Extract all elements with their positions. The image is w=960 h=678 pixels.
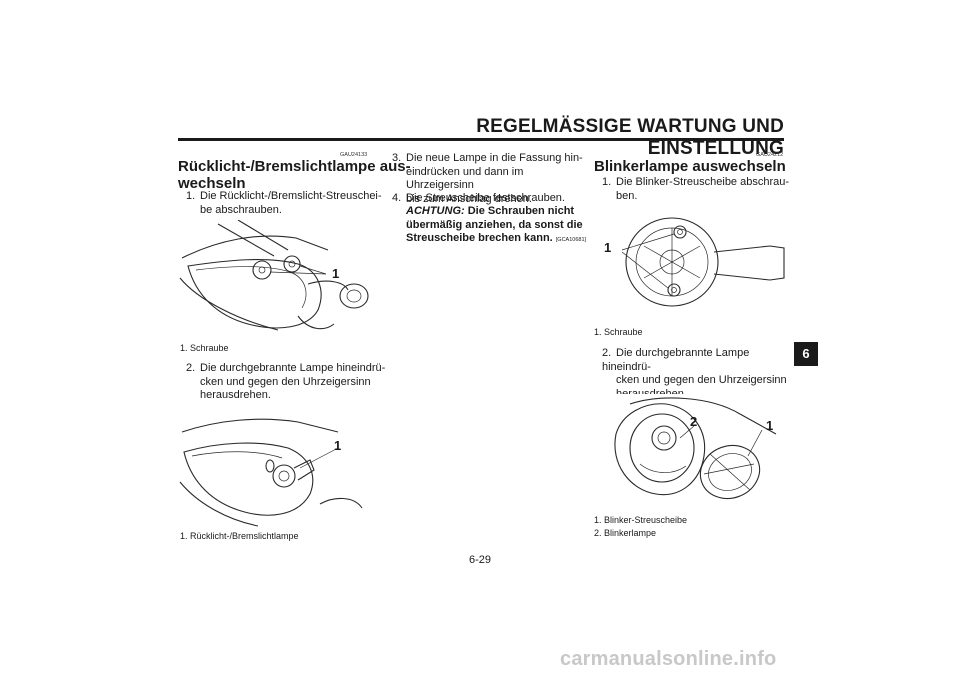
section-title: Blinkerlampe auswechseln: [594, 158, 786, 175]
step-text: Die neue Lampe in die Fassung hin-: [406, 152, 583, 164]
step-number: 2.: [602, 347, 612, 359]
warning-text: Die Schrauben nicht: [464, 205, 575, 217]
step-number: 2.: [186, 362, 196, 374]
figure-caption: 1. Blinker-Streuscheibe: [594, 515, 688, 525]
figure-callout: 1: [334, 438, 342, 453]
figure-callout: 1: [604, 240, 612, 255]
figure-caption: 2. Blinkerlampe: [594, 528, 657, 538]
warning-label: ACHTUNG:: [406, 205, 465, 217]
step-text: Die Streuscheibe festschrauben.: [406, 192, 565, 204]
warning-text: Streuscheibe brechen kann.: [406, 232, 553, 244]
warning-notice: ACHTUNG: Die Schrauben nicht übermäßig a…: [406, 205, 606, 248]
step-text: ben.: [616, 189, 638, 202]
page-number: 6-29: [468, 554, 492, 566]
step-2: 2. Die durchgebrannte Lampe hineindrü- ck…: [186, 362, 386, 403]
step-text: bis zum Anschlag drehen.: [406, 192, 532, 205]
step-number: 4.: [392, 192, 402, 204]
step-text: eindrücken und dann im Uhrzeigersinn: [406, 165, 524, 192]
section-code: GAU24212: [756, 152, 784, 158]
step-3: 3. Die neue Lampe in die Fassung hin- ein…: [392, 152, 588, 206]
step-1: 1. Die Blinker-Streuscheibe abschrau- ben…: [602, 176, 792, 203]
figure-callout: 1: [766, 418, 774, 433]
figure-caption: 1. Rücklicht-/Bremslichtlampe: [180, 531, 299, 541]
section-title-line: wechseln: [178, 175, 246, 192]
step-text: herausdrehen.: [200, 389, 271, 401]
figure-callout: 2: [690, 414, 698, 429]
step-text: Die durchgebrannte Lampe hineindrü-: [602, 347, 750, 373]
taillight-screws-illustration: [178, 220, 374, 338]
section-title-line: Rücklicht-/Bremslichtlampe aus-: [178, 158, 411, 175]
step-text: cken und gegen den Uhrzeigersinn: [200, 375, 371, 388]
step-1: 1.Die Rücklicht-/Bremslicht-Streuschei- …: [186, 190, 386, 217]
step-number: 1.: [186, 190, 196, 202]
warning-text: übermäßig anziehen, da sonst die: [406, 218, 583, 231]
section-code: GAU24133: [340, 152, 368, 158]
figure-caption: 1. Schraube: [594, 327, 643, 337]
page-header-title: REGELMÄSSIGE WARTUNG UND EINSTELLUNG: [476, 116, 784, 159]
figure-callout: 1: [332, 266, 340, 281]
chapter-tab: 6: [794, 342, 818, 366]
step-2: 2.Die durchgebrannte Lampe hineindrü- ck…: [602, 347, 792, 401]
step-4: 4. Die Streuscheibe festschrauben.: [392, 192, 588, 206]
watermark: carmanualsonline.info: [560, 648, 777, 670]
header-rule: [178, 138, 784, 141]
step-text: cken und gegen den Uhrzeigersinn: [616, 374, 787, 386]
turn-signal-bulb-illustration: [600, 394, 780, 506]
turn-signal-lens-illustration: [594, 212, 786, 324]
step-number: 3.: [392, 152, 402, 164]
step-text: Die Rücklicht-/Bremslicht-Streuschei-: [200, 190, 382, 202]
section-title: Rücklicht-/Bremslichtlampe aus- wechseln: [178, 158, 411, 192]
warning-code: [GCA10681]: [555, 237, 587, 243]
step-text: Die durchgebrannte Lampe hineindrü-: [200, 362, 386, 374]
figure-caption: 1. Schraube: [180, 343, 229, 353]
step-text: Die Blinker-Streuscheibe abschrau-: [616, 176, 790, 188]
step-number: 1.: [602, 176, 612, 188]
taillight-bulb-illustration: [178, 412, 374, 528]
step-text: be abschrauben.: [200, 203, 282, 216]
